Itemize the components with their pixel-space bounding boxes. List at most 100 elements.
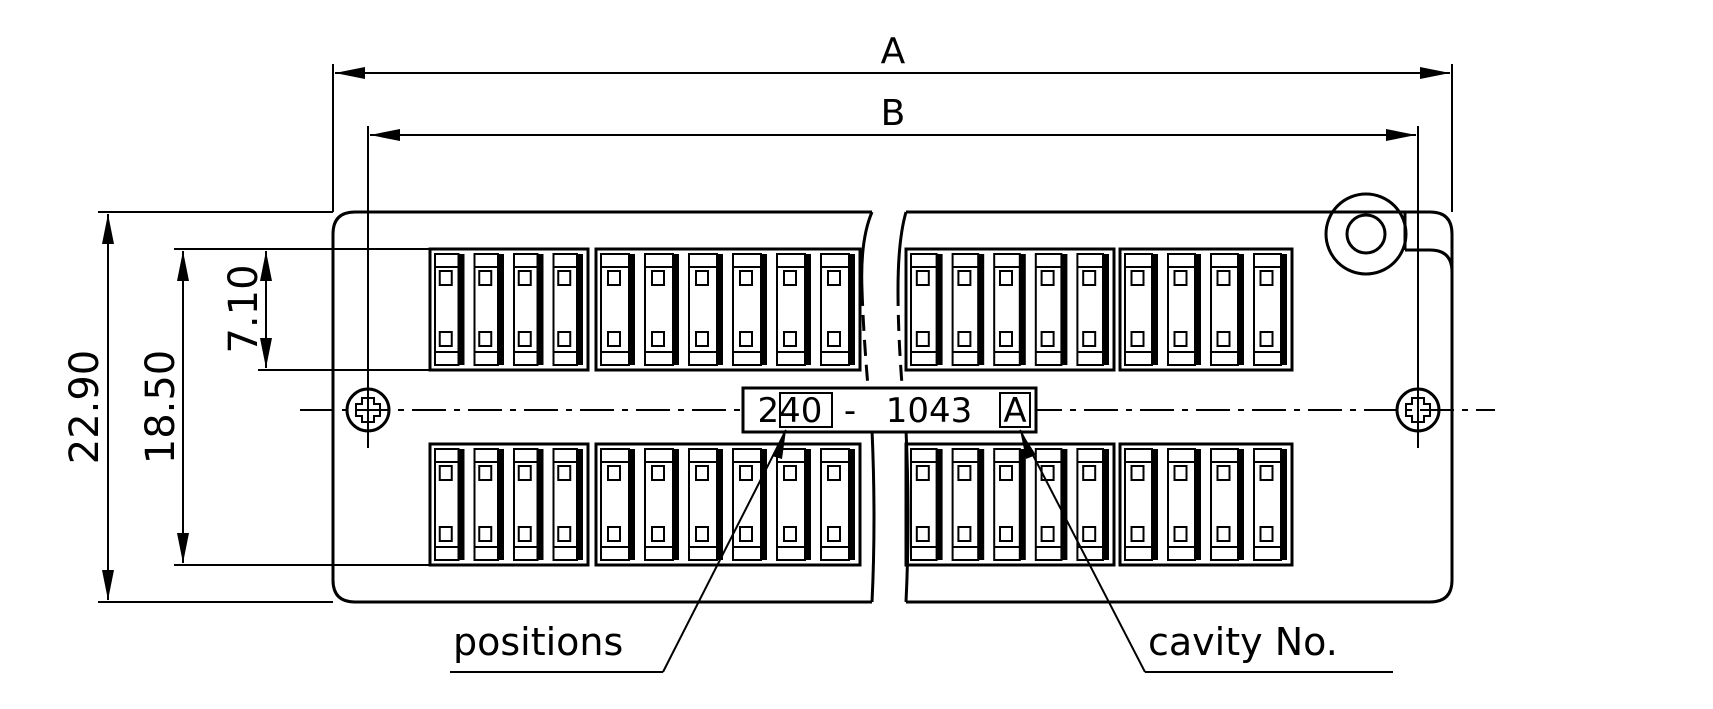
contact-window bbox=[438, 526, 453, 542]
contact-window bbox=[1040, 270, 1055, 286]
contact-window bbox=[651, 465, 665, 481]
contact-wall bbox=[761, 254, 767, 365]
marking-label: 240 - 1043 A bbox=[741, 386, 1038, 434]
contact-window bbox=[438, 331, 453, 347]
contact-window bbox=[478, 331, 493, 347]
contact-window bbox=[695, 331, 709, 347]
contact-wall bbox=[1195, 449, 1201, 560]
connector-body-outline bbox=[331, 210, 1454, 604]
contact-wall bbox=[1061, 254, 1068, 365]
contact-wall bbox=[537, 449, 544, 560]
contact-window bbox=[783, 526, 797, 542]
contact-window bbox=[1130, 270, 1145, 286]
contact-window bbox=[1216, 331, 1231, 347]
contact-wall bbox=[458, 254, 465, 365]
dimension-row-height-label: 7.10 bbox=[221, 264, 267, 353]
dimension-pitch-height-label: 18.50 bbox=[138, 350, 184, 465]
keying-hole bbox=[1324, 192, 1408, 276]
dimension-b-label: B bbox=[881, 93, 906, 134]
contact-wall bbox=[936, 254, 943, 365]
contact-window bbox=[695, 526, 709, 542]
contact-block bbox=[594, 247, 862, 372]
contact-wall bbox=[498, 254, 504, 365]
contact-window bbox=[438, 465, 453, 481]
contact-wall bbox=[1238, 449, 1244, 560]
callout-positions: positions bbox=[450, 429, 787, 673]
dimension-a-label: A bbox=[881, 31, 906, 72]
contact-wall bbox=[1103, 254, 1109, 365]
contact-wall bbox=[978, 254, 985, 365]
contact-cavity bbox=[951, 448, 980, 561]
contact-window bbox=[783, 331, 797, 347]
contact-window bbox=[1130, 331, 1145, 347]
contact-wall bbox=[978, 449, 985, 560]
contact-window bbox=[1040, 331, 1055, 347]
contact-window bbox=[478, 526, 493, 542]
dimension-b: B bbox=[367, 93, 1419, 448]
contact-wall bbox=[458, 449, 465, 560]
contact-window bbox=[1173, 331, 1188, 347]
contact-wall bbox=[629, 449, 635, 560]
contact-window bbox=[739, 270, 753, 286]
contact-window bbox=[1082, 465, 1097, 481]
contact-window bbox=[827, 465, 841, 481]
callout-positions-label: positions bbox=[453, 620, 623, 664]
contact-block bbox=[428, 247, 590, 372]
contact-window bbox=[607, 270, 621, 286]
contact-wall bbox=[1281, 449, 1287, 560]
contact-window bbox=[438, 270, 453, 286]
contact-wall bbox=[1238, 254, 1244, 365]
contact-wall bbox=[1281, 254, 1287, 365]
contact-window bbox=[739, 331, 753, 347]
contact-window bbox=[739, 465, 753, 481]
contact-wall bbox=[629, 254, 635, 365]
contact-window bbox=[517, 331, 532, 347]
contact-wall bbox=[577, 449, 583, 560]
contact-window bbox=[999, 331, 1013, 347]
contact-wall bbox=[1061, 449, 1068, 560]
contact-window bbox=[1173, 465, 1188, 481]
contact-window bbox=[607, 526, 621, 542]
contact-window bbox=[1130, 465, 1145, 481]
contact-window bbox=[1216, 465, 1231, 481]
dimension-a: A bbox=[332, 31, 1453, 212]
contact-window bbox=[783, 270, 797, 286]
callout-cavity: cavity No. bbox=[1019, 429, 1393, 673]
contact-window bbox=[1040, 526, 1055, 542]
contact-wall bbox=[498, 449, 504, 560]
dimension-overall-height: 22.90 bbox=[62, 211, 333, 603]
contact-cavity bbox=[951, 253, 980, 366]
contact-wall bbox=[849, 254, 855, 365]
contact-window bbox=[607, 331, 621, 347]
marking-cavity-code: A bbox=[1003, 391, 1026, 431]
contact-window bbox=[651, 270, 665, 286]
contact-window bbox=[651, 526, 665, 542]
contact-window bbox=[999, 270, 1013, 286]
contact-window bbox=[957, 526, 972, 542]
contact-window bbox=[1130, 526, 1145, 542]
contact-wall bbox=[805, 254, 811, 365]
contact-window bbox=[1173, 526, 1188, 542]
contact-window bbox=[1216, 270, 1231, 286]
contact-window bbox=[999, 526, 1013, 542]
contact-blocks bbox=[428, 247, 1294, 567]
contact-block bbox=[428, 442, 590, 567]
marking-positions-code: 240 bbox=[758, 391, 823, 431]
contact-window bbox=[915, 465, 930, 481]
contact-wall bbox=[673, 449, 679, 560]
contact-block bbox=[1118, 442, 1294, 567]
contact-window bbox=[557, 270, 572, 286]
contact-window bbox=[1173, 270, 1188, 286]
contact-window bbox=[478, 465, 493, 481]
contact-window bbox=[957, 465, 972, 481]
contact-window bbox=[957, 331, 972, 347]
contact-window bbox=[557, 526, 572, 542]
dimension-overall-height-label: 22.90 bbox=[62, 350, 108, 465]
contact-window bbox=[915, 270, 930, 286]
contact-wall bbox=[577, 254, 583, 365]
contact-window bbox=[739, 526, 753, 542]
contact-wall bbox=[1195, 254, 1201, 365]
contact-wall bbox=[1152, 449, 1158, 560]
contact-wall bbox=[761, 449, 767, 560]
